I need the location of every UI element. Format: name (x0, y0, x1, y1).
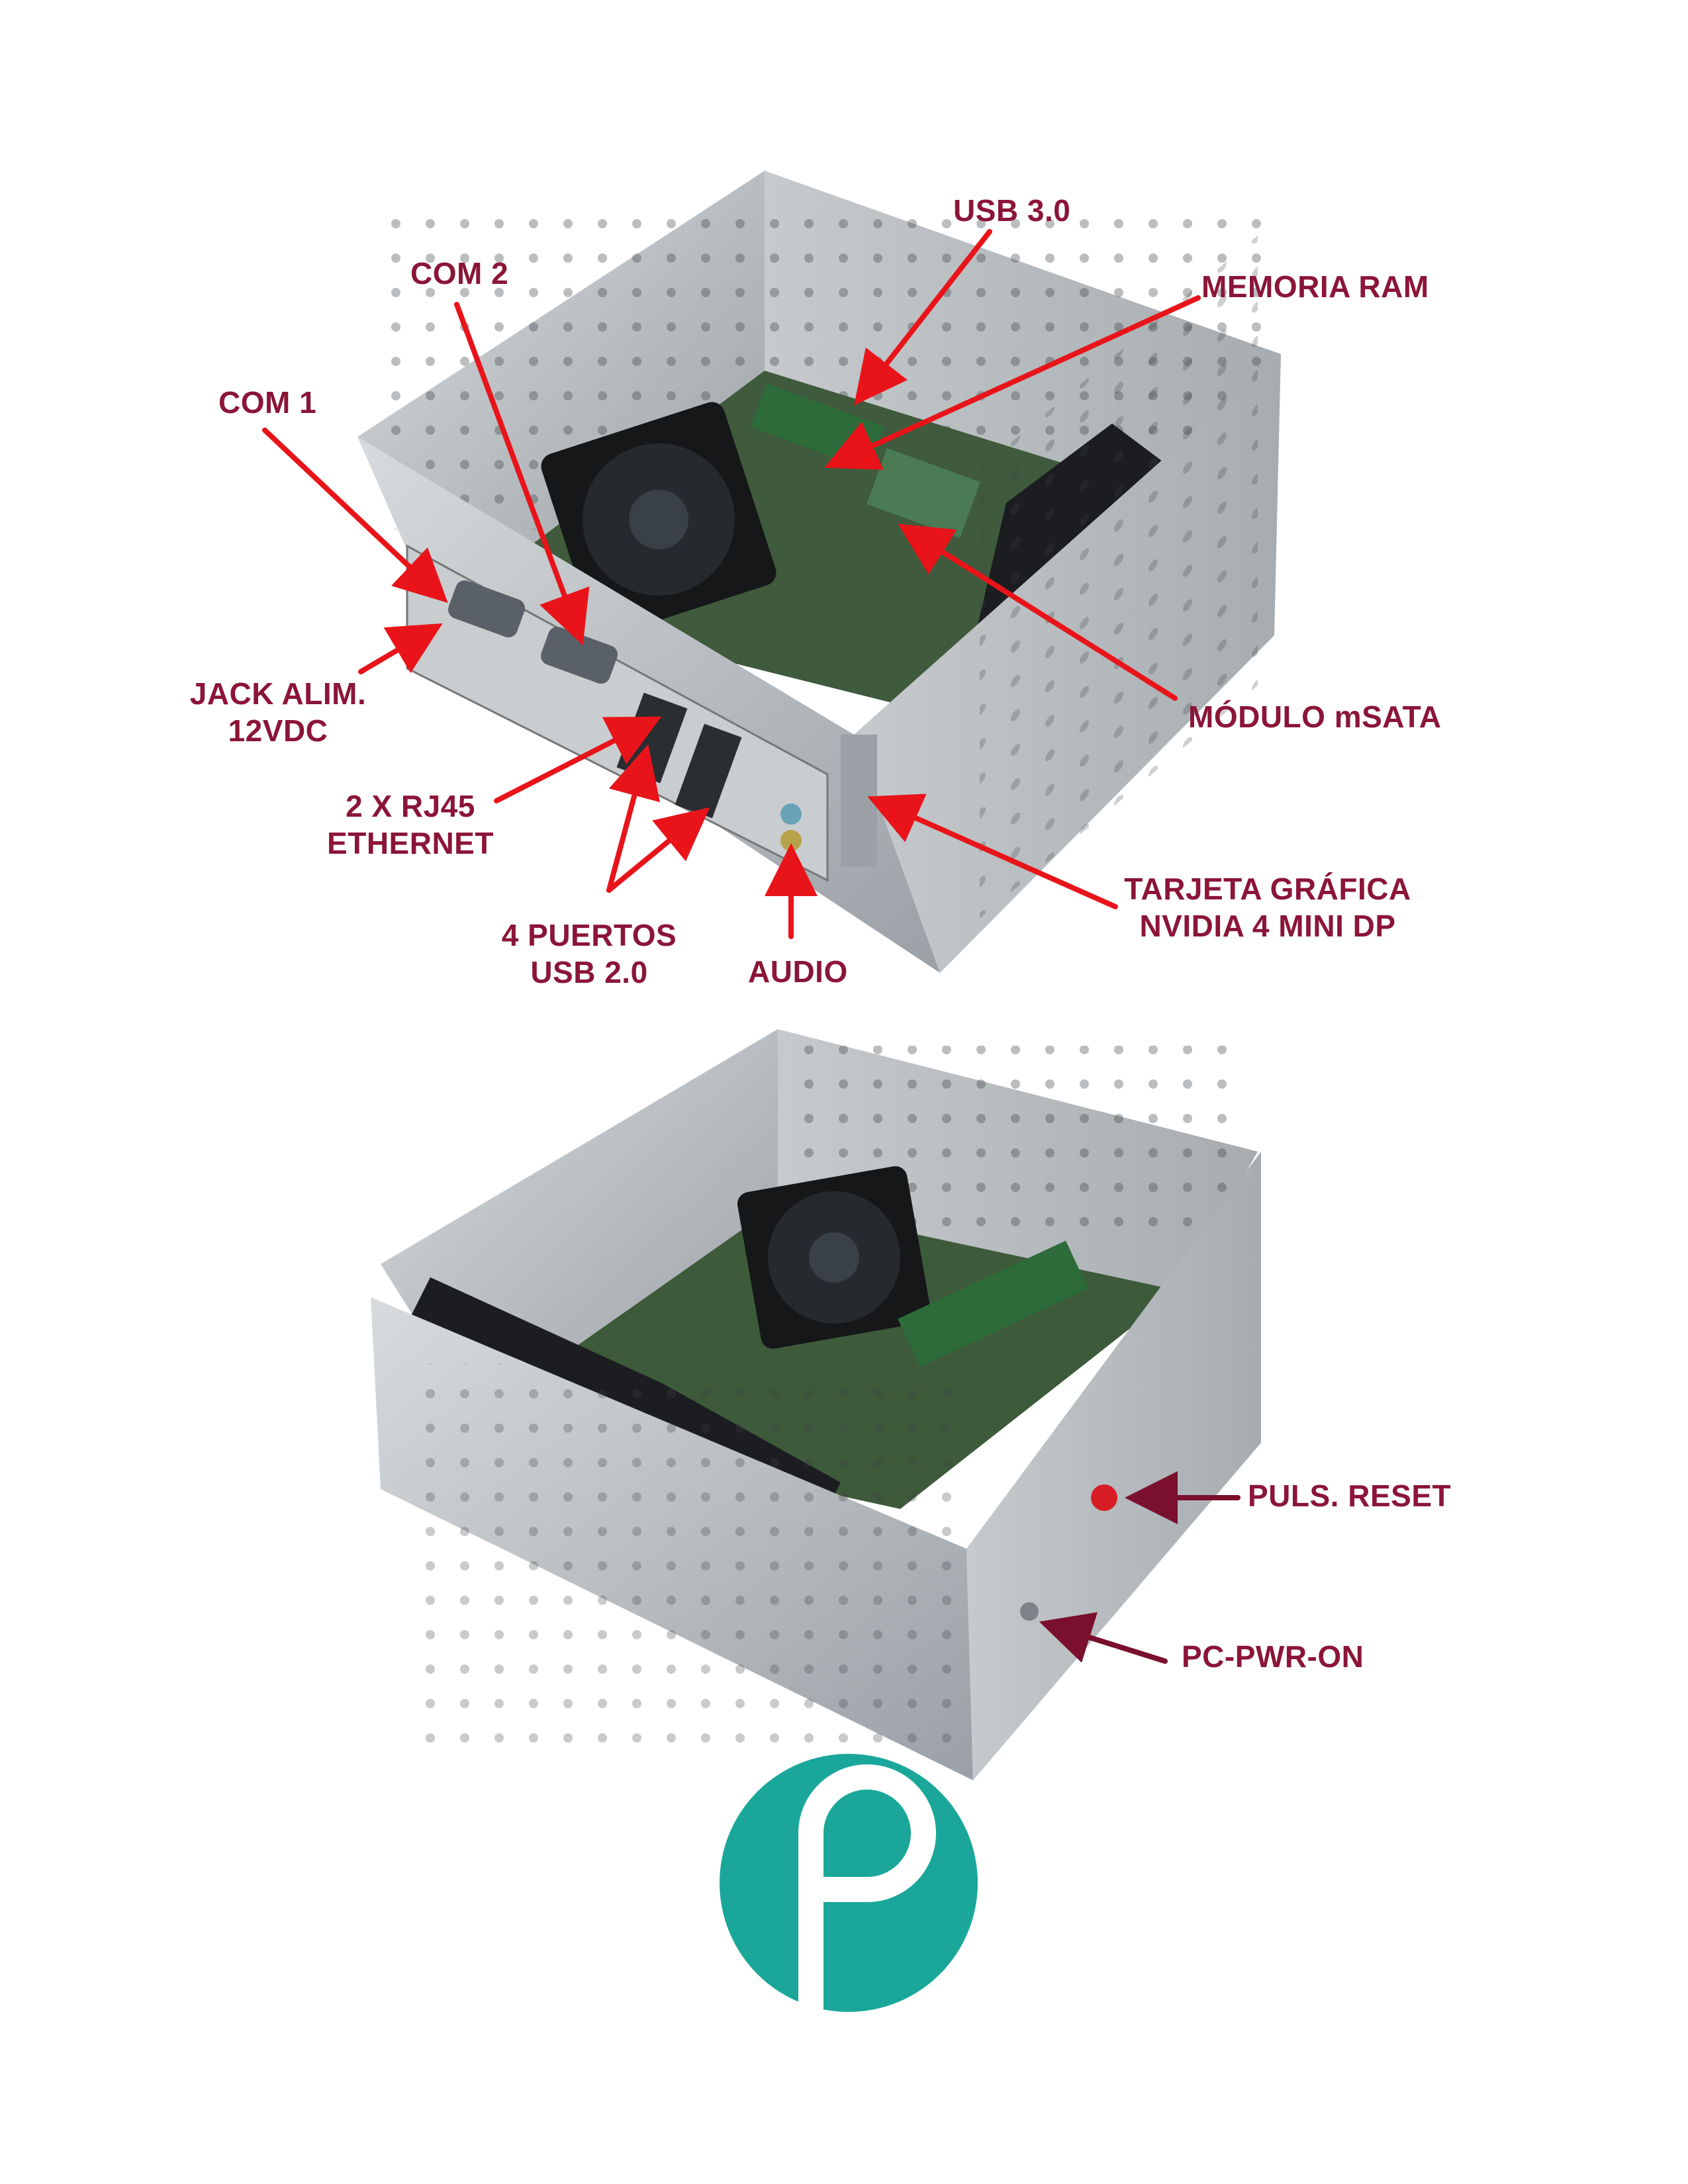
arrow-com2 (454, 302, 590, 646)
reset-button (1091, 1484, 1117, 1511)
arrow-com1 (262, 428, 448, 603)
arrow-rj45 (494, 716, 662, 803)
com1-port (448, 580, 525, 638)
bottom-case-photo (371, 1029, 1261, 1780)
ram-module-2 (898, 1240, 1088, 1367)
msata-module (867, 448, 980, 538)
gpu-bracket (841, 735, 877, 867)
label-com1: COM 1 (218, 385, 317, 420)
arrow-tarjeta (867, 794, 1118, 909)
arrow-jack (358, 623, 443, 674)
arrow-memoria-ram (824, 295, 1201, 470)
label-usb30: USB 3.0 (953, 193, 1071, 228)
arrow-msata (898, 523, 1178, 701)
label-jack-line2: 12VDC (228, 713, 328, 748)
top-case-photo (357, 171, 1284, 973)
power-button (1020, 1602, 1039, 1621)
label-tarjeta-line1: TARJETA GRÁFICA (1124, 872, 1411, 906)
label-usb20-line2: USB 2.0 (530, 955, 648, 989)
label-audio: AUDIO (748, 954, 848, 989)
label-jack-alim: JACK ALIM. 12VDC (189, 675, 367, 749)
label-jack-line1: JACK ALIM. (189, 676, 367, 711)
label-memoria-ram: MEMORIA RAM (1201, 269, 1429, 304)
arrow-usb20-a (606, 744, 661, 893)
arrow-usb30 (854, 229, 992, 406)
cpu-cooler-2 (737, 1166, 931, 1349)
label-puls-reset: PULS. RESET (1248, 1479, 1452, 1513)
audio-jacks (780, 803, 802, 825)
arrow-usb20-b (606, 807, 710, 893)
callout-arrows (262, 229, 1241, 1664)
label-pc-pwr-on: PC-PWR-ON (1182, 1639, 1364, 1674)
cpu-cooler (541, 402, 776, 637)
usb20-ports (675, 723, 742, 819)
label-rj45-line1: 2 X RJ45 (346, 789, 475, 823)
label-4-puertos-usb: 4 PUERTOS USB 2.0 (493, 917, 685, 991)
arrow-pc-pwr-on (1039, 1612, 1168, 1664)
p-logo-icon (720, 1754, 978, 2012)
label-usb20-line1: 4 PUERTOS (501, 918, 677, 952)
label-tarjeta-grafica: TARJETA GRÁFICA NVIDIA 4 MINI DP (1119, 870, 1417, 944)
label-rj45-ethernet: 2 X RJ45 ETHERNET (321, 788, 500, 862)
label-rj45-line2: ETHERNET (327, 826, 494, 860)
label-com2: COM 2 (410, 256, 509, 291)
label-tarjeta-line2: NVIDIA 4 MINI DP (1139, 909, 1396, 943)
label-modulo-msata: MÓDULO mSATA (1188, 700, 1442, 734)
